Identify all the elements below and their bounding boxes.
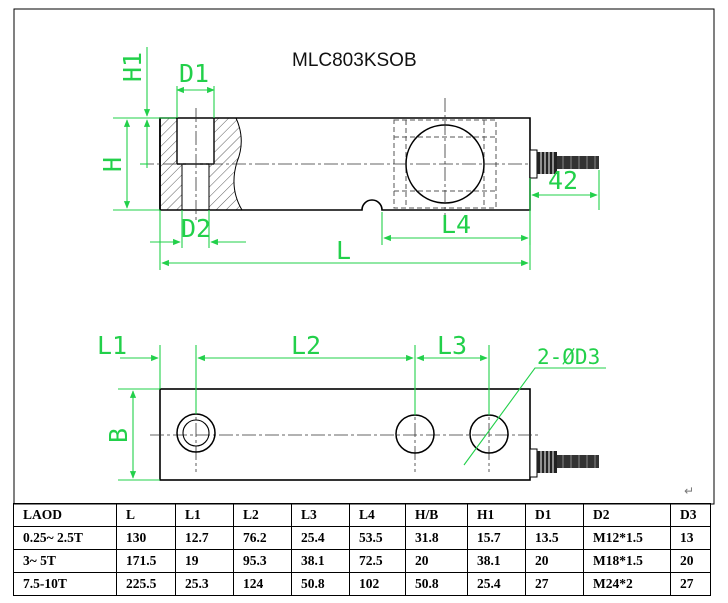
table-header-cell: D1 xyxy=(525,503,584,527)
dim-l-label: L xyxy=(336,236,351,265)
table-cell: 0.25~ 2.5T xyxy=(13,526,117,550)
top-dimensions xyxy=(118,345,606,481)
table-cell: 50.8 xyxy=(405,572,468,596)
table-cell: 130 xyxy=(116,526,176,550)
table-cell: 3~ 5T xyxy=(13,549,117,573)
table-cell: 25.3 xyxy=(175,572,234,596)
table-cell: 20 xyxy=(405,549,468,573)
table-cell: 7.5-10T xyxy=(13,572,117,596)
table-header-cell: H1 xyxy=(467,503,526,527)
table-cell: 50.8 xyxy=(291,572,350,596)
table-cell: 38.1 xyxy=(291,549,350,573)
dim-hole-label: 2-ØD3 xyxy=(537,345,600,369)
table-header-cell: LAOD xyxy=(13,503,117,527)
paragraph-mark: ↵ xyxy=(684,484,695,498)
table-cell: M12*1.5 xyxy=(583,526,671,550)
table-cell: 76.2 xyxy=(233,526,292,550)
table-cell: M24*2 xyxy=(583,572,671,596)
table-cell: 38.1 xyxy=(467,549,526,573)
table-cell: 31.8 xyxy=(405,526,468,550)
table-cell: 13 xyxy=(670,526,711,550)
cable-connector-top xyxy=(529,448,599,478)
table-cell: 25.4 xyxy=(291,526,350,550)
side-view xyxy=(140,98,599,228)
dim-b-label: B xyxy=(104,428,133,443)
dim-l3-label: L3 xyxy=(437,331,467,360)
table-cell: 95.3 xyxy=(233,549,292,573)
table-cell: 53.5 xyxy=(349,526,406,550)
table-header-cell: H/B xyxy=(405,503,468,527)
table-header-cell: D2 xyxy=(583,503,671,527)
table-header-cell: L4 xyxy=(349,503,406,527)
table-cell: 72.5 xyxy=(349,549,406,573)
table-cell: 27 xyxy=(670,572,711,596)
table-cell: 13.5 xyxy=(525,526,584,550)
table-cell: 102 xyxy=(349,572,406,596)
table-cell: 25.4 xyxy=(467,572,526,596)
dim-l1-label: L1 xyxy=(97,331,127,360)
table-cell: 20 xyxy=(670,549,711,573)
table-cell: 12.7 xyxy=(175,526,234,550)
table-cell: 15.7 xyxy=(467,526,526,550)
body-outline-top xyxy=(159,388,531,481)
table-cell: 124 xyxy=(233,572,292,596)
table-header-cell: L3 xyxy=(291,503,350,527)
table-header-cell: D3 xyxy=(670,503,711,527)
table-header-cell: L1 xyxy=(175,503,234,527)
side-dimensions xyxy=(113,47,600,270)
table-header-cell: L2 xyxy=(233,503,292,527)
table-cell: 19 xyxy=(175,549,234,573)
model-title: MLC803KSOB xyxy=(292,50,417,71)
dim-d2-label: D2 xyxy=(181,214,211,243)
table-cell: 225.5 xyxy=(116,572,176,596)
dim-h1-label: H1 xyxy=(118,52,147,82)
dim-42-label: 42 xyxy=(548,166,578,195)
body-outline-side xyxy=(159,117,531,211)
table-cell: 27 xyxy=(525,572,584,596)
table-cell: 20 xyxy=(525,549,584,573)
table-cell: 171.5 xyxy=(116,549,176,573)
dim-h-label: H xyxy=(98,157,127,172)
table-header-cell: L xyxy=(116,503,176,527)
table-cell: M18*1.5 xyxy=(583,549,671,573)
dim-l2-label: L2 xyxy=(291,331,321,360)
top-view xyxy=(150,388,599,481)
dim-d1-label: D1 xyxy=(179,59,209,88)
dim-l4-label: L4 xyxy=(441,210,471,239)
cable-connector-side xyxy=(529,149,599,179)
